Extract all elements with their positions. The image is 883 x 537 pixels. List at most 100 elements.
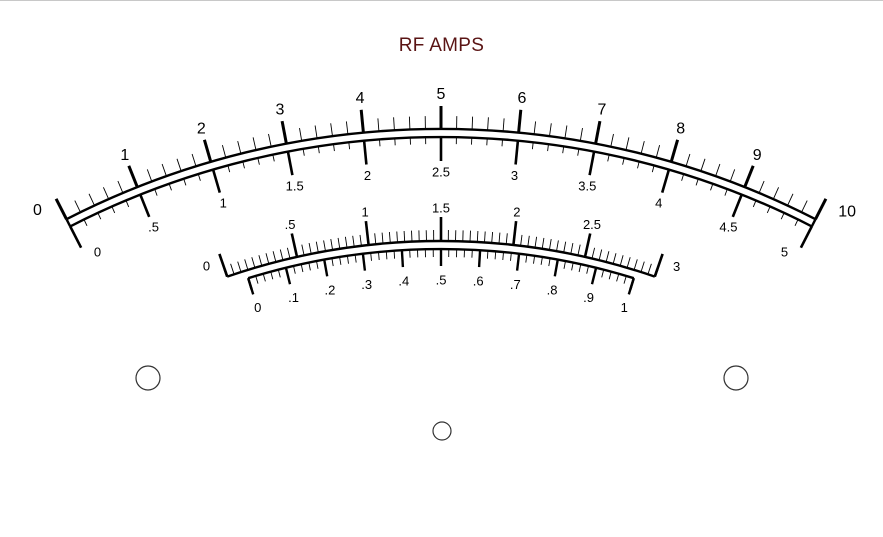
outer-bottom-label: 1 <box>220 196 227 211</box>
outer-top-major-tick <box>204 140 210 162</box>
inner-bottom-minor-tick <box>511 253 512 261</box>
inner-bottom-minor-tick <box>371 253 372 261</box>
outer-bottom-major-tick <box>140 195 149 217</box>
inner-bottom-minor-tick <box>263 274 265 282</box>
outer-top-major-tick <box>129 166 138 187</box>
outer-top-major-tick <box>596 121 600 144</box>
outer-top-major-tick <box>519 110 521 133</box>
outer-top-minor-tick <box>222 145 225 158</box>
outer-top-minor-tick <box>503 118 504 131</box>
outer-top-label: 1 <box>120 147 129 164</box>
outer-bottom-minor-tick <box>682 174 684 181</box>
outer-top-label: 2 <box>197 120 206 137</box>
outer-top-minor-tick <box>103 187 108 199</box>
outer-bottom-minor-tick <box>303 149 304 156</box>
outer-top-label: 7 <box>598 102 607 119</box>
outer-top-label: 3 <box>276 102 285 119</box>
outer-end-left <box>67 219 71 226</box>
inner-bottom-label: 0 <box>254 300 261 315</box>
inner-bottom-major-tick <box>286 268 290 285</box>
outer-top-label: 6 <box>517 90 526 107</box>
inner-bottom-minor-tick <box>278 270 280 278</box>
inner-bottom-major-tick <box>555 260 558 277</box>
outer-bottom-minor-tick <box>84 220 87 226</box>
inner-top-major-tick <box>292 234 297 257</box>
outer-bottom-minor-tick <box>169 184 171 191</box>
inner-top-minor-tick <box>485 232 486 243</box>
inner-top-minor-tick <box>412 231 413 242</box>
inner-top-major-tick <box>513 221 516 245</box>
outer-bottom-minor-tick <box>198 174 200 181</box>
outer-end-right <box>812 219 816 226</box>
outer-bottom-label: .5 <box>148 219 159 234</box>
outer-top-minor-tick <box>580 128 582 141</box>
outer-bottom-label: 5 <box>781 244 788 259</box>
inner-top-minor-tick <box>316 242 318 253</box>
inner-top-minor-tick <box>245 259 248 270</box>
outer-top-minor-tick <box>147 169 152 181</box>
inner-top-minor-tick <box>535 237 537 248</box>
outer-bottom-label: 4.5 <box>719 219 737 234</box>
outer-top-minor-tick <box>641 141 644 154</box>
outer-bottom-minor-tick <box>155 189 157 196</box>
inner-bottom-minor-tick <box>317 261 319 269</box>
outer-bottom-major-tick <box>70 226 81 247</box>
inner-top-minor-tick <box>382 233 383 244</box>
inner-top-minor-tick <box>599 250 602 261</box>
inner-top-minor-tick <box>578 245 580 256</box>
outer-top-major-tick <box>282 121 286 144</box>
inner-bottom-minor-tick <box>340 257 341 265</box>
outer-top-minor-tick <box>611 134 614 147</box>
outer-bottom-minor-tick <box>781 213 784 219</box>
outer-top-minor-tick <box>626 137 629 150</box>
inner-top-minor-tick <box>345 237 347 248</box>
outer-top-label: 8 <box>676 120 685 137</box>
outer-bottom-major-tick <box>801 226 812 247</box>
left-hole <box>136 366 160 390</box>
inner-bottom-minor-tick <box>347 256 348 264</box>
inner-top-label: 3 <box>673 259 680 274</box>
inner-top-minor-tick <box>627 257 630 268</box>
inner-top-label: 2 <box>513 205 520 220</box>
outer-top-minor-tick <box>253 137 256 150</box>
inner-bottom-minor-tick <box>534 256 535 264</box>
inner-bottom-label: 1 <box>621 300 628 315</box>
inner-top-minor-tick <box>397 232 398 243</box>
inner-top-major-tick <box>219 254 227 277</box>
outer-bottom-label: 2 <box>364 168 371 183</box>
outer-top-minor-tick <box>162 164 166 176</box>
outer-top-minor-tick <box>300 128 302 141</box>
outer-top-major-tick <box>745 166 754 187</box>
outer-bottom-major-tick <box>516 141 518 165</box>
inner-bottom-minor-tick <box>332 258 333 266</box>
inner-top-minor-tick <box>287 248 290 259</box>
outer-bottom-major-tick <box>364 141 366 165</box>
inner-bottom-minor-tick <box>503 252 504 260</box>
inner-top-label: 2.5 <box>583 217 601 232</box>
outer-bottom-minor-tick <box>112 207 115 213</box>
inner-bottom-label: .3 <box>361 277 372 292</box>
outer-top-minor-tick <box>192 154 196 166</box>
inner-top-minor-tick <box>613 253 616 264</box>
inner-top-minor-tick <box>499 233 500 244</box>
inner-top-minor-tick <box>641 262 644 272</box>
inner-top-minor-tick <box>470 231 471 242</box>
inner-bottom-minor-tick <box>549 258 550 266</box>
inner-bottom-minor-tick <box>541 257 542 265</box>
inner-bottom-major-tick <box>479 250 480 267</box>
outer-bottom-label: 4 <box>655 196 662 211</box>
inner-top-minor-tick <box>648 264 652 275</box>
outer-bottom-minor-tick <box>696 179 698 186</box>
outer-bottom-minor-tick <box>380 139 381 146</box>
inner-top-label: 1 <box>361 205 368 220</box>
inner-top-minor-tick <box>302 245 304 256</box>
outer-top-minor-tick <box>315 126 317 139</box>
outer-bottom-minor-tick <box>98 213 101 219</box>
inner-bottom-minor-tick <box>394 251 395 259</box>
inner-bottom-minor-tick <box>379 252 380 260</box>
inner-bottom-label: .2 <box>324 282 335 297</box>
inner-top-minor-tick <box>331 239 333 250</box>
